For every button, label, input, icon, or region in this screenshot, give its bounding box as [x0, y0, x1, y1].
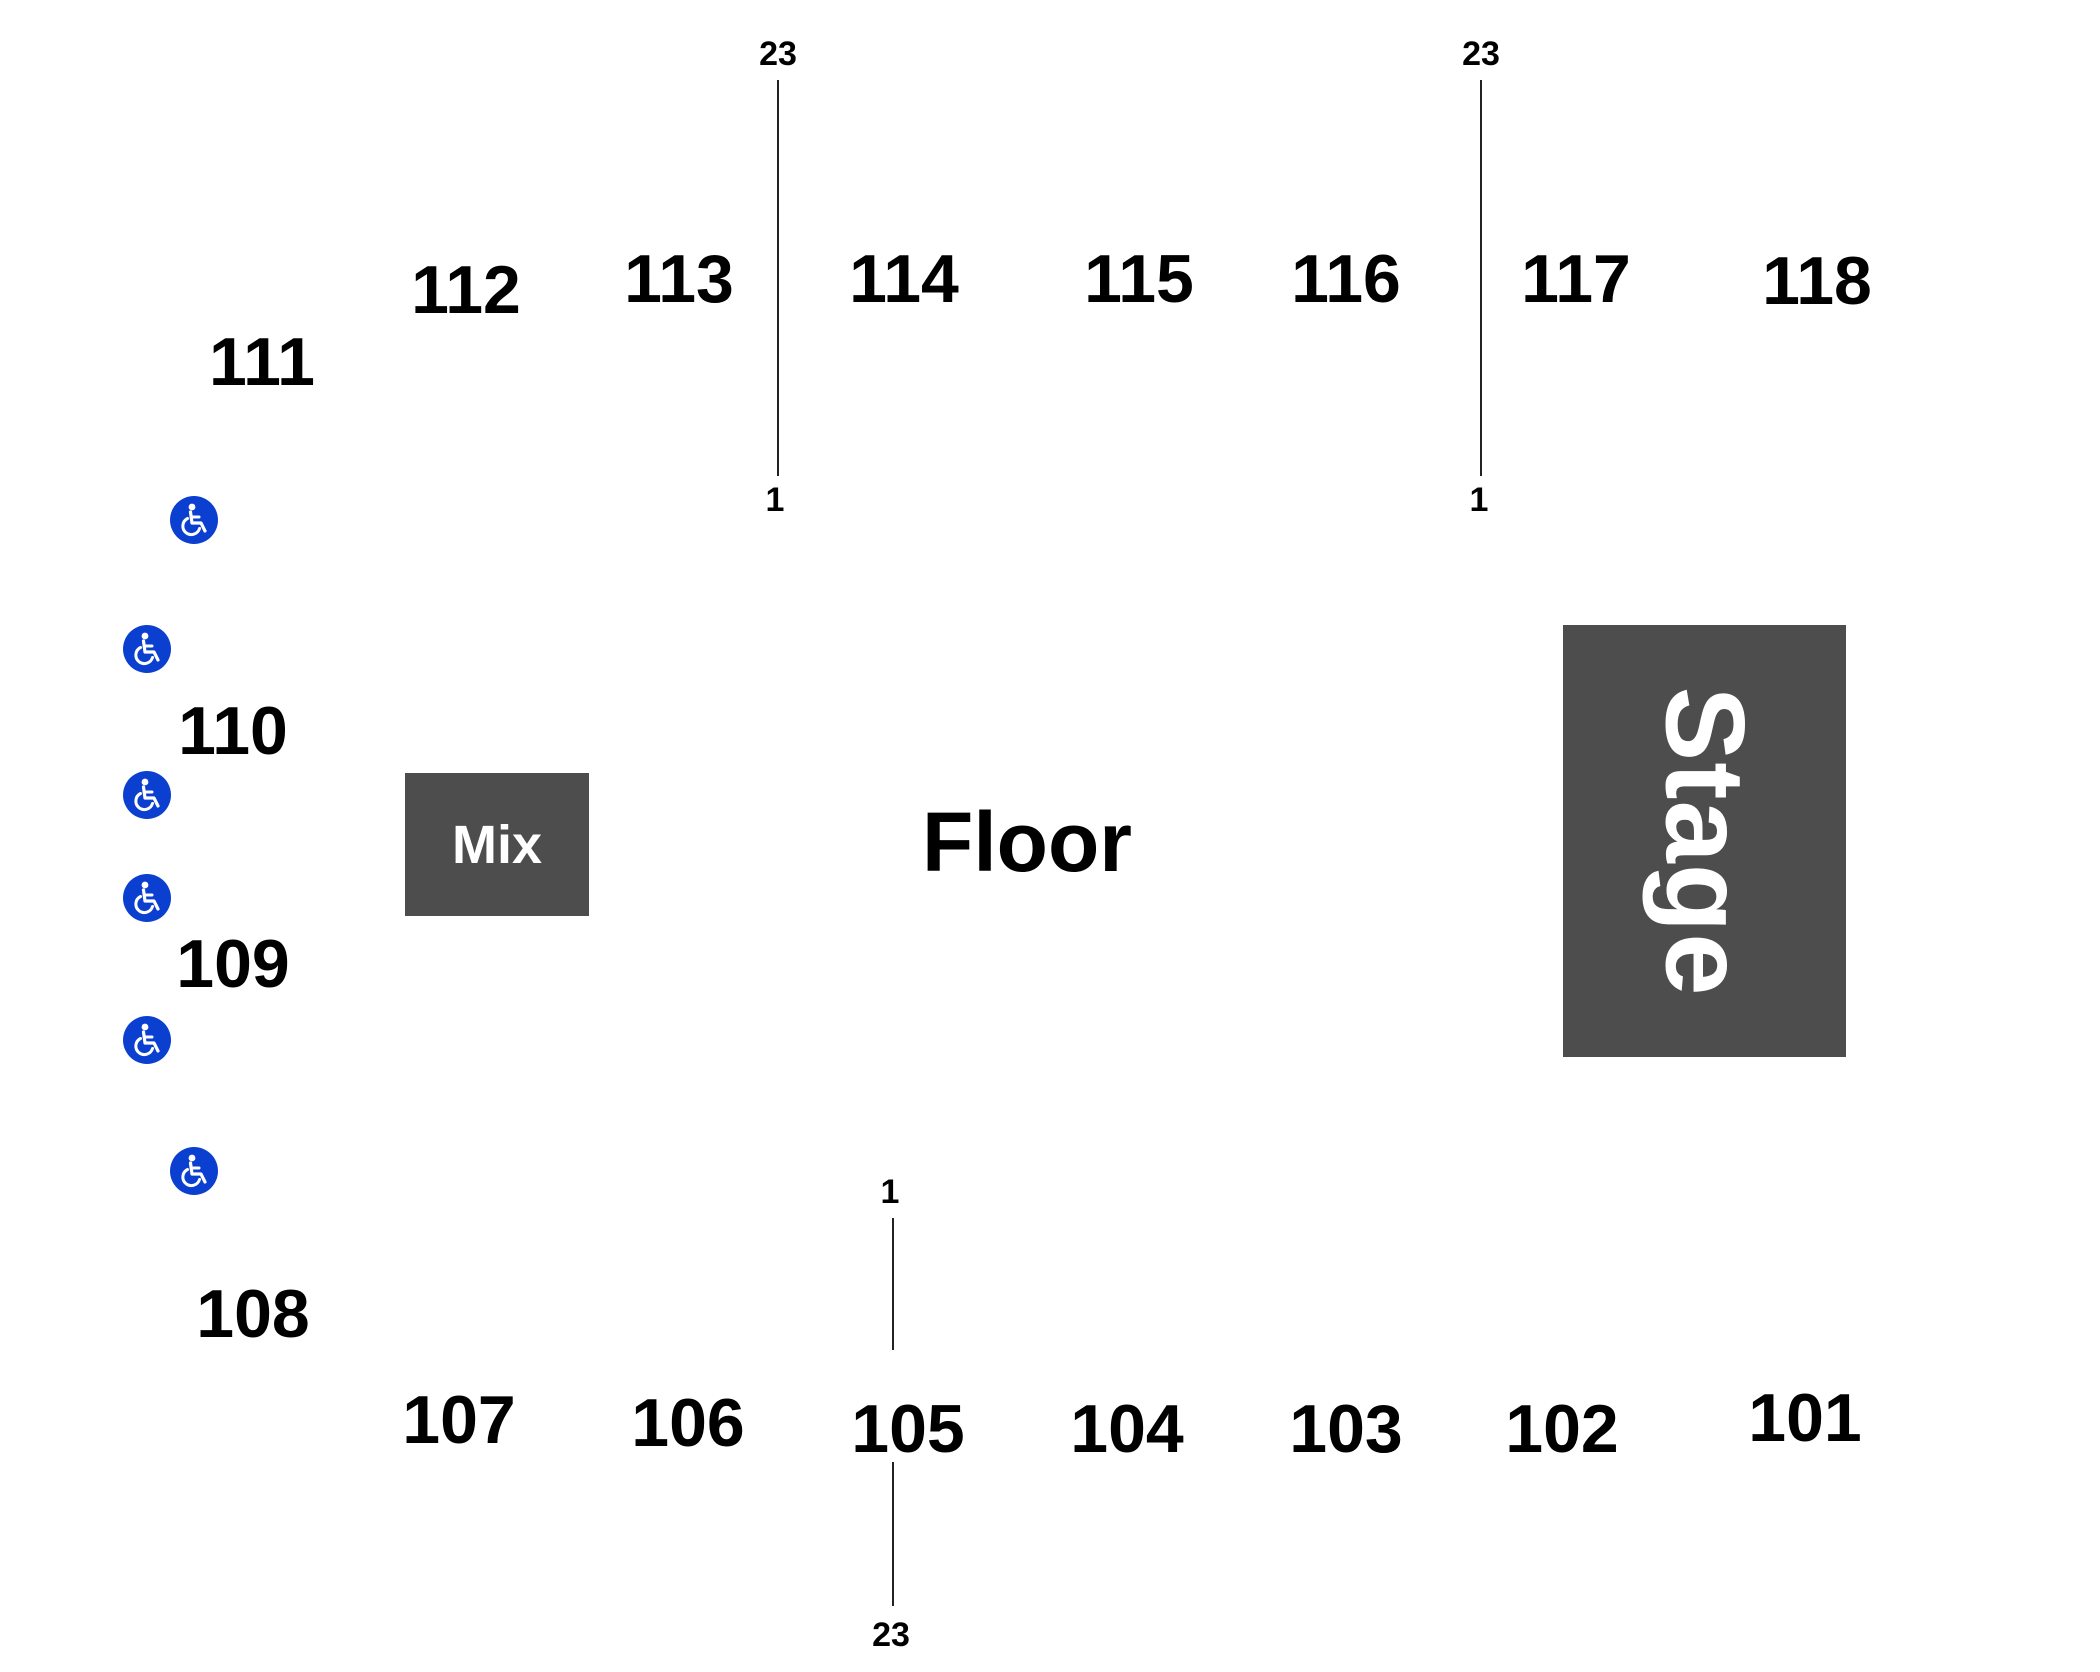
section-116[interactable]: 116 [1291, 241, 1401, 317]
stage-label: Stage [1642, 686, 1767, 996]
section-104[interactable]: 104 [1070, 1391, 1184, 1467]
section-108[interactable]: 108 [196, 1276, 310, 1352]
wheelchair-icon[interactable] [170, 496, 218, 544]
wheelchair-icon[interactable] [123, 1016, 171, 1064]
row-label-top: 23 [759, 35, 797, 73]
wheelchair-icon[interactable] [123, 625, 171, 673]
section-112[interactable]: 112 [411, 252, 521, 328]
section-115[interactable]: 115 [1084, 241, 1194, 317]
section-102[interactable]: 102 [1505, 1391, 1619, 1467]
section-106[interactable]: 106 [631, 1385, 745, 1461]
section-111[interactable]: 111 [209, 324, 315, 400]
section-118[interactable]: 118 [1762, 243, 1872, 319]
mix-label: Mix [451, 814, 543, 875]
section-110[interactable]: 110 [178, 693, 288, 769]
section-117[interactable]: 117 [1521, 241, 1631, 317]
section-109[interactable]: 109 [176, 926, 290, 1002]
row-label-bottom: 1 [765, 481, 785, 519]
row-label-bottom: 1 [1469, 481, 1489, 519]
row-label-top: 23 [1462, 35, 1500, 73]
row-label-bottom: 23 [872, 1616, 910, 1654]
mix-position[interactable]: Mix [405, 773, 589, 916]
stage: Stage [1563, 625, 1846, 1057]
wheelchair-icon[interactable] [170, 1147, 218, 1195]
section-113[interactable]: 113 [624, 241, 734, 317]
row-marker-line [777, 80, 779, 476]
row-marker-line [892, 1218, 894, 1350]
section-114[interactable]: 114 [849, 241, 959, 317]
row-label-top: 1 [880, 1173, 900, 1211]
row-marker-line [1480, 80, 1482, 476]
section-101[interactable]: 101 [1748, 1380, 1862, 1456]
row-marker-line [892, 1462, 894, 1606]
section-105[interactable]: 105 [851, 1391, 965, 1467]
section-107[interactable]: 107 [402, 1382, 516, 1458]
wheelchair-icon[interactable] [123, 874, 171, 922]
floor-section[interactable]: Floor [922, 795, 1132, 889]
section-103[interactable]: 103 [1289, 1391, 1403, 1467]
wheelchair-icon[interactable] [123, 771, 171, 819]
